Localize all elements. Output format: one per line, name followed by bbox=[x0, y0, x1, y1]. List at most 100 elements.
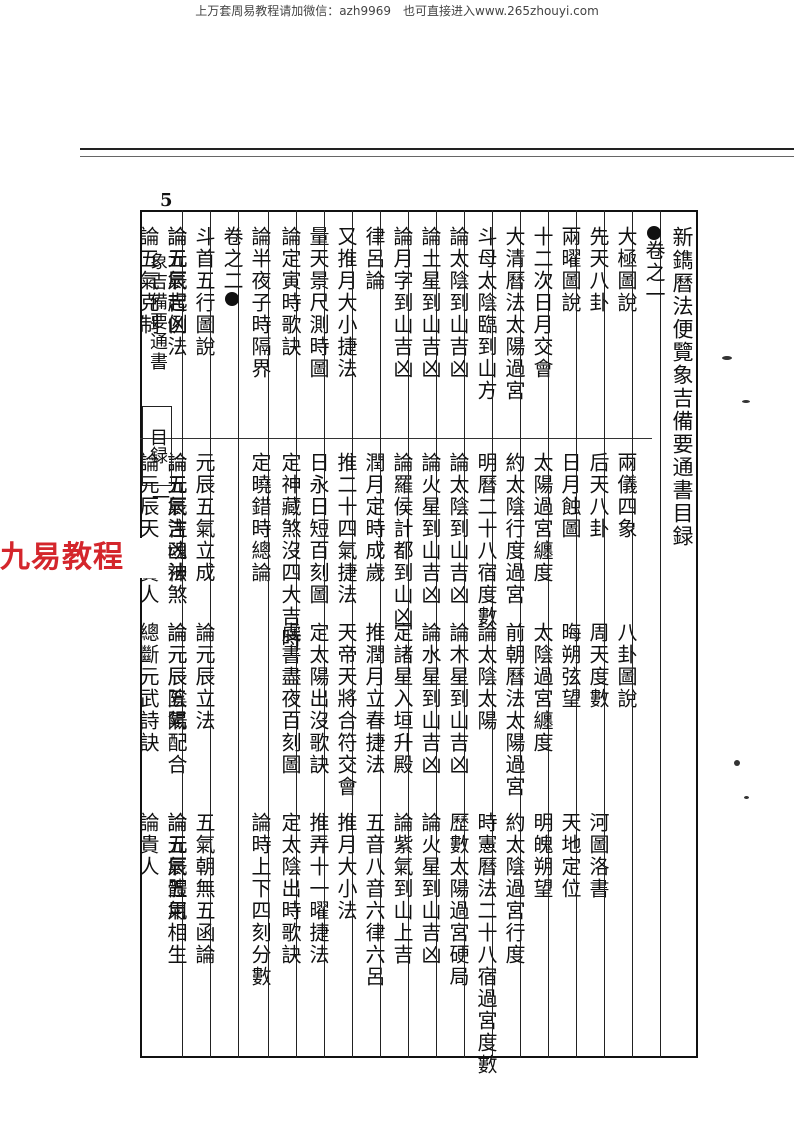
toc-entry: 約太陰行度過宮 bbox=[502, 452, 526, 606]
side-page-number: 一 bbox=[149, 488, 170, 506]
page-top-rule bbox=[80, 148, 794, 157]
toc-entry: 量天景尺測時圖 bbox=[306, 226, 330, 380]
toc-entry: 天帝天將合符交會 bbox=[334, 622, 358, 798]
toc-entry: 大清曆法太陽過宮 bbox=[502, 226, 526, 402]
side-section-label: 目録 bbox=[142, 406, 172, 486]
toc-entry: 論元辰立法 bbox=[192, 622, 216, 732]
toc-entry: 明曆二十八宿度數 bbox=[474, 452, 498, 628]
toc-entry: 推潤月立春捷法 bbox=[362, 622, 386, 776]
column-divider bbox=[632, 210, 633, 1058]
toc-entry: 論元辰起例法 bbox=[164, 226, 188, 358]
toc-entry: 又推月大小捷法 bbox=[334, 226, 358, 380]
toc-entry: 論元辰陰陽 bbox=[164, 622, 188, 732]
toc-entry: 論土星到山吉凶 bbox=[418, 226, 442, 380]
toc-entry: 虔書盡夜百刻圖 bbox=[278, 622, 302, 776]
column-divider bbox=[380, 210, 381, 1058]
toc-entry: 潤月定時成歲 bbox=[362, 452, 386, 584]
toc-entry: 推二十四氣捷法 bbox=[334, 452, 358, 606]
toc-entry: 論火星到山吉凶 bbox=[418, 452, 442, 606]
toc-entry: 太陰過宮纏度 bbox=[530, 622, 554, 754]
toc-entry: 論五氣克制 bbox=[136, 226, 160, 336]
toc-entry: 論水星到山吉凶 bbox=[418, 622, 442, 776]
toc-entry: 論元辰天乙貴人 bbox=[136, 452, 160, 606]
toc-entry: 大極圖說 bbox=[614, 226, 638, 314]
section-dot-icon bbox=[647, 226, 661, 240]
column-divider bbox=[182, 210, 183, 1058]
toc-entry: 日永日短百刻圖 bbox=[306, 452, 330, 606]
toc-entry: 定神藏煞沒四大吉時 bbox=[278, 452, 302, 650]
toc-entry: 八卦圖說 bbox=[614, 622, 638, 710]
section-heading: 卷之一 bbox=[642, 240, 666, 306]
section-marker-1: 卷之一 bbox=[640, 226, 668, 306]
toc-entry: 歷數太陽過宮硬局 bbox=[446, 812, 470, 988]
section-marker-2: 卷之二 bbox=[218, 226, 246, 306]
column-divider bbox=[604, 210, 605, 1058]
section-heading: 卷之二 bbox=[220, 226, 244, 292]
column-divider bbox=[352, 210, 353, 1058]
book-title: 新鐫曆法便覽象吉備要通書目録 bbox=[670, 226, 694, 548]
scan-speck bbox=[742, 400, 750, 403]
toc-entry: 定太陽出沒歌訣 bbox=[306, 622, 330, 776]
toc-entry: 論五氣吉凶 bbox=[164, 226, 188, 336]
toc-entry: 推弄十一曜捷法 bbox=[306, 812, 330, 966]
column-divider bbox=[520, 210, 521, 1058]
toc-entry: 論貴人 bbox=[136, 812, 160, 878]
toc-entry: 五音八音六律六呂 bbox=[362, 812, 386, 988]
toc-entry: 天地定位 bbox=[558, 812, 582, 900]
column-divider bbox=[210, 210, 211, 1058]
toc-entry: 日月蝕圖 bbox=[558, 452, 582, 540]
column-divider bbox=[464, 210, 465, 1058]
toc-entry: 晦朔弦望 bbox=[558, 622, 582, 710]
toc-entry: 論木星到山吉凶 bbox=[446, 622, 470, 776]
side-book-title: 象吉備要通書 bbox=[147, 252, 168, 372]
column-divider bbox=[324, 210, 325, 1058]
toc-entry: 論紫氣到山上吉 bbox=[390, 812, 414, 966]
toc-entry: 論五氣吉凶神煞 bbox=[164, 452, 188, 606]
column-divider bbox=[238, 210, 239, 1058]
toc-entry: 時憲曆法二十八宿過宮度數 bbox=[474, 812, 498, 1076]
contents-frame bbox=[140, 210, 698, 1058]
toc-entry: 論元辰注魂法 bbox=[164, 452, 188, 584]
page-number: 5 bbox=[160, 190, 173, 211]
column-divider bbox=[492, 210, 493, 1058]
toc-entry: 斗母太陰臨到山方 bbox=[474, 226, 498, 402]
toc-entry: 論元辰五氣配合 bbox=[164, 622, 188, 776]
toc-entry: 河圖洛書 bbox=[586, 812, 610, 900]
toc-entry: 論月字到山吉凶 bbox=[390, 226, 414, 380]
watermark-logo: 九易教程 bbox=[0, 538, 165, 578]
toc-entry: 論太陰到山吉凶 bbox=[446, 226, 470, 380]
toc-entry: 論羅侯計都到山凶 bbox=[390, 452, 414, 628]
toc-entry: 總斷元武詩訣 bbox=[136, 622, 160, 754]
toc-entry: 定曉錯時總論 bbox=[248, 452, 272, 584]
toc-entry: 論元辰五氣相生 bbox=[164, 812, 188, 966]
watermark-text: 上万套周易教程请加微信：azh9969 也可直接进入www.265zhouyi.… bbox=[195, 4, 599, 18]
toc-entry: 明魄朔望 bbox=[530, 812, 554, 900]
scan-speck bbox=[744, 796, 749, 799]
toc-entry: 元辰五氣立成 bbox=[192, 452, 216, 584]
column-divider bbox=[548, 210, 549, 1058]
column-divider bbox=[268, 210, 269, 1058]
scan-speck bbox=[734, 760, 740, 766]
toc-entry: 十二次日月交會 bbox=[530, 226, 554, 380]
toc-entry: 先天八卦 bbox=[586, 226, 610, 314]
toc-entry: 推月大小法 bbox=[334, 812, 358, 922]
toc-entry: 兩曜圖說 bbox=[558, 226, 582, 314]
toc-entry: 論太陰到山吉凶 bbox=[446, 452, 470, 606]
toc-entry: 后天八卦 bbox=[586, 452, 610, 540]
toc-entry: 五氣朝無五函論 bbox=[192, 812, 216, 966]
toc-entry: 論太陰太陽 bbox=[474, 622, 498, 732]
toc-entry: 論時上下四刻分數 bbox=[248, 812, 272, 988]
toc-entry: 論火星到山吉凶 bbox=[418, 812, 442, 966]
column-divider bbox=[436, 210, 437, 1058]
toc-entry: 律呂論 bbox=[362, 226, 386, 292]
column-divider bbox=[576, 210, 577, 1058]
frame-horizontal-rule bbox=[140, 438, 652, 439]
column-divider bbox=[408, 210, 409, 1058]
toc-entry: 定諸星入垣升殿 bbox=[390, 622, 414, 776]
toc-entry: 斗首五行圖說 bbox=[192, 226, 216, 358]
section-dot-icon bbox=[225, 292, 239, 306]
toc-entry: 太陽過宮纏度 bbox=[530, 452, 554, 584]
toc-entry: 約太陰過宮行度 bbox=[502, 812, 526, 966]
toc-entry: 兩儀四象 bbox=[614, 452, 638, 540]
column-divider bbox=[660, 210, 661, 1058]
